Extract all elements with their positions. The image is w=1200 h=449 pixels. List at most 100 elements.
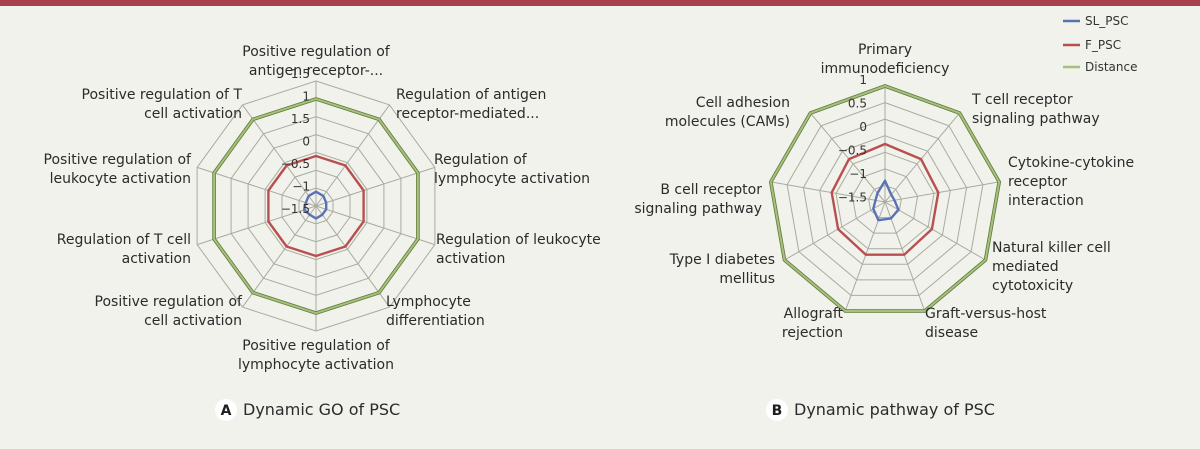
caption-badge-a — [215, 399, 237, 421]
grid-spoke — [844, 201, 886, 312]
grid-spoke — [242, 205, 317, 308]
axis-label: Allograft rejection — [782, 306, 844, 341]
axis-label-line: receptor-mediated... — [396, 106, 539, 122]
grid-spoke — [770, 181, 886, 203]
grid-ring — [802, 118, 968, 281]
axis-label-line: Type I diabetes — [669, 252, 775, 268]
axis-label-line: Regulation of antigen — [396, 87, 546, 103]
tick-label: 1.5 — [291, 67, 310, 81]
axis-label-line: disease — [925, 325, 978, 341]
grid-spoke — [810, 112, 886, 203]
tick-label: −1 — [849, 167, 867, 181]
axis-label-line: activation — [436, 251, 505, 267]
axis-label-line: mellitus — [719, 271, 775, 287]
axis-label-line: Positive regulation of — [95, 294, 244, 310]
legend-label-distance: Distance — [1085, 60, 1137, 74]
grid-spoke — [196, 205, 317, 246]
series-line-sl-psc — [872, 179, 900, 222]
caption-title-b: Dynamic pathway of PSC — [794, 400, 995, 419]
axis-label-line: Regulation of T cell — [57, 232, 191, 248]
legend: SL_PSC F_PSC Distance — [1063, 14, 1137, 74]
series-line-f-psc — [830, 142, 940, 256]
axis-label: Positive regulation of cell activation — [95, 294, 244, 329]
axis-label-line: mediated — [992, 259, 1059, 275]
axis-label-line: Graft-versus-host — [925, 306, 1047, 322]
axis-label-line: molecules (CAMs) — [665, 114, 790, 130]
axis-label-line: immunodeficiency — [821, 61, 950, 77]
axis-label-line: interaction — [1008, 193, 1084, 209]
axis-label-line: signaling pathway — [972, 111, 1100, 127]
axis-label-line: Lymphocyte — [386, 294, 471, 310]
axis-label-line: cell activation — [144, 313, 242, 329]
grid-spoke — [884, 112, 960, 203]
caption-letter-b: B — [772, 403, 783, 419]
tick-label: 1 — [859, 73, 867, 87]
axis-label-line: differentiation — [386, 313, 485, 329]
axis-label-line: Positive regulation of T — [82, 87, 243, 103]
grid-spoke — [315, 205, 390, 308]
tick-label: 0 — [302, 135, 310, 149]
legend-label-sl-psc: SL_PSC — [1085, 14, 1129, 28]
axis-label-line: leukocyte activation — [50, 171, 191, 187]
axis-label-line: Primary — [858, 42, 912, 58]
grid-spoke — [884, 181, 1000, 203]
axis-label-line: Regulation of — [434, 152, 528, 168]
axis-label: Regulation of antigen receptor-mediated..… — [396, 87, 546, 122]
axis-label-line: receptor — [1008, 174, 1067, 190]
grid-spoke — [884, 201, 926, 312]
axis-label: Lymphocyte differentiation — [386, 294, 485, 329]
caption-letter-a: A — [221, 403, 232, 419]
axis-label: Primary immunodeficiency — [821, 42, 950, 77]
axis-label-line: B cell receptor — [660, 182, 762, 198]
axis-label-line: Positive regulation of — [242, 44, 391, 60]
grid-spoke — [242, 104, 317, 207]
axis-label-line: antigen receptor-... — [249, 63, 383, 79]
axis-label: Graft-versus-host disease — [925, 306, 1047, 341]
grid-spoke — [884, 201, 986, 261]
grid-spoke — [315, 104, 390, 207]
axis-label-line: rejection — [782, 325, 843, 341]
caption-a: A Dynamic GO of PSC — [215, 399, 400, 421]
axis-label: Regulation of leukocyte activation — [436, 232, 601, 267]
tick-label: 0.5 — [848, 97, 867, 111]
tick-label: −0.5 — [281, 157, 310, 171]
grid-spoke — [196, 166, 317, 207]
series-line-f-psc — [267, 154, 365, 258]
grid-ring — [868, 184, 902, 219]
axis-label-line: T cell receptor — [971, 92, 1073, 108]
axis-label: Positive regulation of antigen receptor-.… — [242, 44, 391, 79]
series-line-distance — [769, 85, 1001, 312]
axis-label-line: Natural killer cell — [992, 240, 1111, 256]
tick-label: 1 — [302, 90, 310, 104]
axis-label: Type I diabetes mellitus — [669, 252, 775, 287]
grid-ring — [786, 102, 984, 296]
axis-label: Positive regulation of T cell activation — [82, 87, 243, 122]
grid-ring — [851, 168, 919, 234]
axis-label-line: cell activation — [144, 106, 242, 122]
tick-label: −1.5 — [281, 202, 310, 216]
axis-label-line: Positive regulation of — [242, 338, 391, 354]
axis-label: T cell receptor signaling pathway — [971, 92, 1100, 127]
tick-label: −1 — [292, 180, 310, 194]
series-line-sl-psc — [302, 190, 328, 220]
axis-label-line: Allograft — [784, 306, 844, 322]
tick-label: 0 — [859, 120, 867, 134]
tick-label: −0.5 — [838, 144, 867, 158]
top-accent-bar — [0, 0, 1200, 6]
grid-spoke — [784, 201, 886, 261]
tick-label: 1.5 — [291, 112, 310, 126]
axis-label-line: Regulation of leukocyte — [436, 232, 601, 248]
series-line-distance — [213, 97, 419, 315]
grid-ring — [835, 151, 935, 250]
grid-spoke — [315, 166, 436, 207]
radar-chart-b: 1 0.5 0 −0.5 −1 −1.5 Primary immunodeficiency T … — [634, 42, 1134, 341]
tick-label: −1.5 — [838, 191, 867, 205]
